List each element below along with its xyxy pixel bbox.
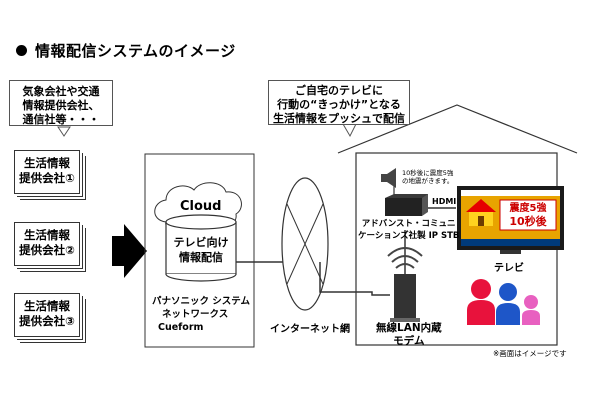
modem-line-1: 無線LAN内蔵 [376, 322, 442, 334]
modem-label: 無線LAN内蔵 モデム [376, 322, 442, 348]
provider-2-line-2: 提供会社② [19, 243, 75, 257]
panasonic-line-1: パナソニック システム [152, 296, 251, 307]
bullet-icon [16, 45, 27, 56]
home-bubble-line-1: ご自宅のテレビに [295, 84, 383, 97]
provider-3-line-1: 生活情報 [24, 299, 70, 313]
big-arrow [112, 224, 147, 278]
provider-1-line-2: 提供会社① [19, 171, 75, 185]
cylinder-line-1: テレビ向け [173, 236, 229, 249]
alert-box [499, 199, 557, 231]
modem-line-2: モデム [393, 335, 425, 347]
speaker-icon [381, 168, 396, 188]
house-warning-icon [466, 199, 496, 226]
panasonic-label: パナソニック システム ネットワークス Cueform [152, 295, 250, 334]
panasonic-line-2: ネットワークス [162, 309, 229, 320]
tv-alert-line-1: 震度5強 [509, 203, 547, 214]
stb-line-1: アドバンスト・コミュニ [361, 219, 456, 229]
source-bubble-line-3: 通信社等・・・ [22, 113, 100, 126]
globe-line-2 [286, 203, 324, 285]
home-bubble-line-3: 生活情報をプッシュで配信 [273, 112, 405, 125]
modem-device-icon [390, 274, 420, 322]
cylinder-top [165, 214, 237, 230]
stb-line-2: ケーションズ社製 IP STB [358, 231, 460, 241]
cylinder-line-2: 情報配信 [179, 251, 223, 264]
family-icon [467, 279, 540, 325]
tv-alert-text: 震度5強 10秒後 [500, 202, 556, 228]
provider-box-3: 生活情報 提供会社③ [14, 293, 80, 337]
source-bubble: 気象会社や交通 情報提供会社、 通信社等・・・ [9, 80, 113, 126]
provider-2-line-1: 生活情報 [24, 228, 70, 242]
panasonic-line-3: Cueform [158, 322, 204, 333]
source-bubble-line-2: 情報提供会社、 [22, 99, 100, 112]
cylinder-text: テレビ向け 情報配信 [166, 235, 236, 265]
speaker-note: 10秒後に震度5強 の地震がきます。 [402, 169, 453, 185]
source-bubble-line-1: 気象会社や交通 [22, 85, 100, 98]
speaker-note-line-2: の地震がきます。 [402, 177, 454, 185]
source-bubble-tail [57, 126, 71, 137]
stb-label: アドバンスト・コミュニ ケーションズ社製 IP STB [358, 218, 459, 242]
home-bubble-line-2: 行動の“きっかけ”となる [277, 98, 401, 111]
line-internet-modem [319, 262, 390, 296]
speaker-note-line-1: 10秒後に震度5強 [402, 169, 454, 177]
internet-label: インターネット網 [270, 324, 350, 335]
tv-label: テレビ [494, 263, 524, 274]
provider-box-1: 生活情報 提供会社① [14, 150, 80, 194]
cylinder-bottom [165, 273, 237, 282]
hdmi-label: HDMI [432, 197, 457, 206]
provider-box-2: 生活情報 提供会社② [14, 222, 80, 266]
provider-1-line-1: 生活情報 [24, 156, 70, 170]
footnote: ※画面はイメージです [493, 349, 567, 358]
tv-alert-line-2: 10秒後 [509, 215, 547, 228]
wifi-icon [387, 247, 423, 269]
cloud-box [144, 153, 255, 348]
home-bubble: ご自宅のテレビに 行動の“きっかけ”となる 生活情報をプッシュで配信 [268, 80, 410, 125]
house-roof [337, 104, 578, 154]
title-text: 情報配信システムのイメージ [35, 42, 236, 60]
cloud-label: Cloud [180, 199, 222, 214]
diagram-title: 情報配信システムのイメージ [16, 40, 236, 61]
stb-device-icon [385, 194, 428, 216]
provider-3-line-2: 提供会社③ [19, 314, 75, 328]
